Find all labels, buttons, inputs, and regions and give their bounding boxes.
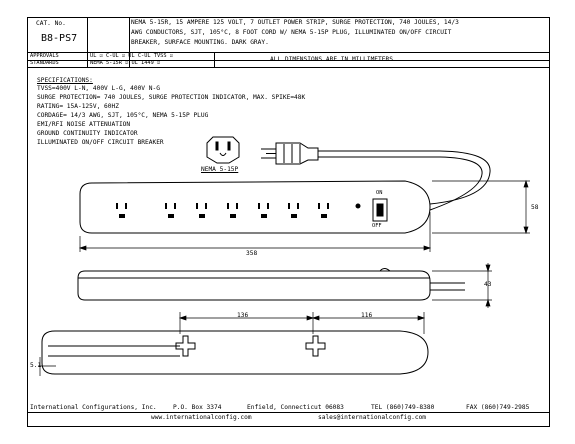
dim-width: 58 [531,204,539,211]
outlet-icon [196,203,207,218]
cat-no: B8-PS7 [41,33,78,44]
footer-email[interactable]: sales@internationalconfig.com [318,414,427,421]
standards-label: STANDARDS [30,60,59,66]
strip-bottom-view [41,330,429,375]
spec-line: EMI/RFI NOISE ATTENUATION [37,121,131,128]
specs-title: SPECIFICATIONS: [37,77,93,84]
spec-line: GROUND CONTINUITY INDICATOR [37,130,138,137]
outlet-row [116,203,329,218]
footer-po-box: P.O. Box 3374 [173,404,222,411]
dim-hole: 5.1 [30,362,42,369]
switch-on-label: ON [376,190,383,196]
outlet-icon [116,203,127,218]
cord-plug [261,142,491,211]
outlet-icon [258,203,269,218]
dim-mount-right: 116 [361,312,373,319]
footer-company: International Configurations, Inc. [30,404,157,411]
approvals-label: APPROVALS [30,53,59,59]
footer-city: Enfield, Connecticut 06083 [247,404,344,411]
plug-label: NEMA 5-15P [201,166,239,173]
footer-web[interactable]: www.internationalconfig.com [151,414,252,421]
mount-hole-left-icon [175,335,196,357]
outlet-icon [227,203,238,218]
spec-line: ILLUMINATED ON/OFF CIRCUIT BREAKER [37,139,164,146]
footer-fax: FAX (860)749-2985 [466,404,530,411]
switch-off-label: OFF [372,223,382,229]
strip-side-view [77,268,465,301]
dim-length: 358 [246,250,258,257]
spec-line: SURGE PROTECTION= 740 JOULES, SURGE PROT… [37,94,306,101]
approvals-value: UL ☑ C-UL ☑ UL C-UL TVSS ☑ [90,53,173,59]
standards-value: NEMA 5-15R ☑ UL 1449 ☑ [90,60,161,66]
dim-mount-left: 136 [237,312,249,319]
mount-hole-right-icon [305,335,326,357]
description-line-1: NEMA 5-15R, 15 AMPERE 125 VOLT, 7 OUTLET… [131,19,459,26]
spec-line: CORDAGE= 14/3 AWG, SJT, 105°C, NEMA 5-15… [37,112,209,119]
spec-line: TVSS=400V L-N, 400V L-G, 400V N-G [37,85,160,92]
outlet-icon [318,203,329,218]
description-line-2: AWG CONDUCTORS, SJT, 105°C, 8 FOOT CORD … [131,29,452,36]
description-line-3: BREAKER, SURFACE MOUNTING. DARK GRAY. [131,39,269,46]
outlet-icon [288,203,299,218]
nema-plug-icon [206,136,240,164]
outlet-icon [165,203,176,218]
strip-top-view [79,180,431,234]
spec-line: RATING= 15A-125V, 60HZ [37,103,119,110]
dimensions-note: ALL DIMENSIONS ARE IN MILLIMETERS [270,56,393,63]
footer-tel: TEL (860)749-8380 [371,404,435,411]
cat-no-label: CAT. No. [36,20,66,27]
page-frame [27,17,550,427]
dim-height: 43 [484,281,492,288]
